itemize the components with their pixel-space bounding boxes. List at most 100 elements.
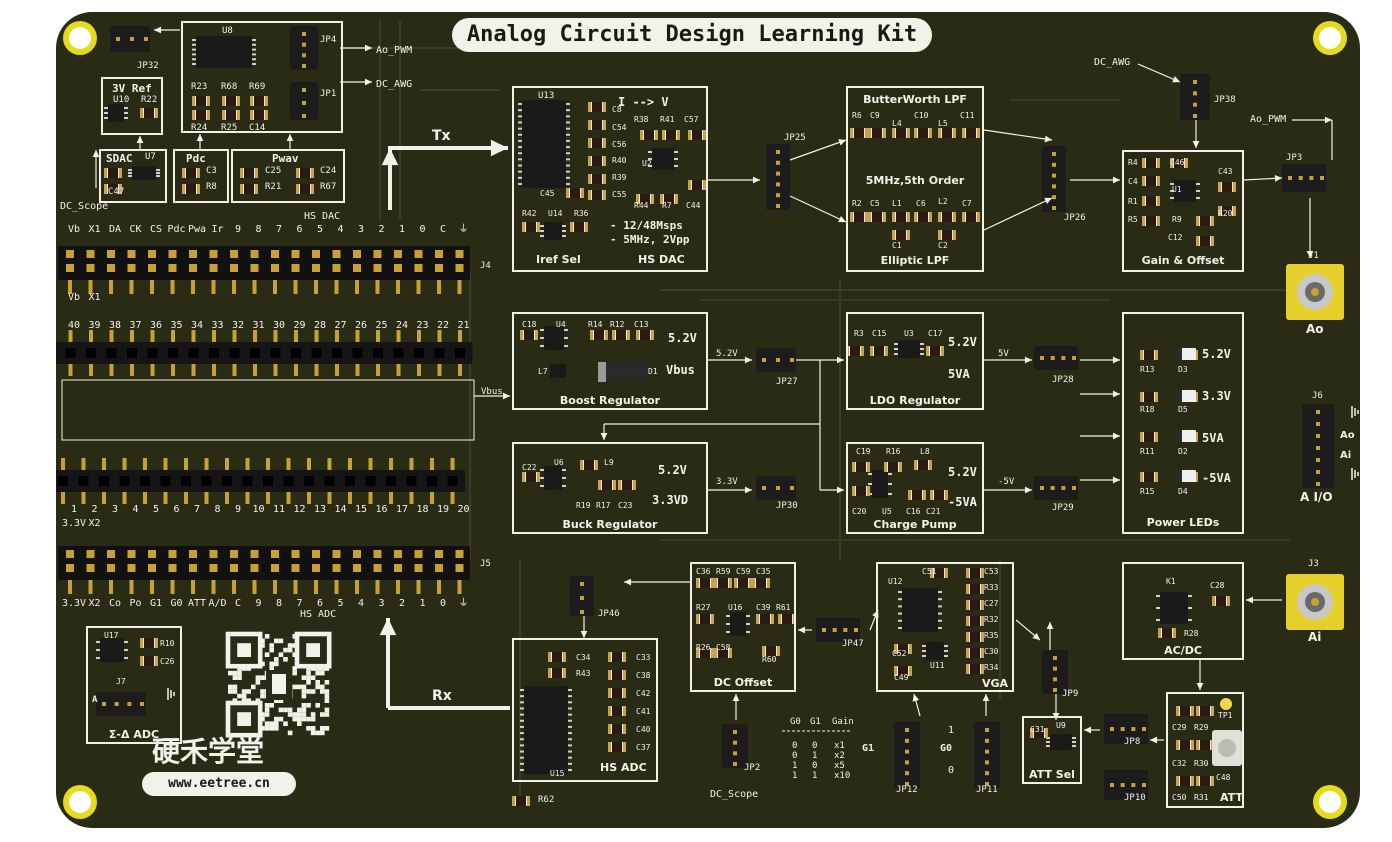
u13-chip-pin-r3: [566, 121, 570, 124]
header-j5-lead-11: [293, 580, 298, 594]
j5-bottom-label-14: 4: [358, 598, 364, 609]
led-r18: R18: [1140, 405, 1155, 414]
qr-cell: [241, 689, 247, 694]
passive-48-pad-a: [884, 462, 887, 472]
female-header-top-hole-10: [250, 348, 260, 358]
female-header-top-lead-top-3: [109, 330, 114, 342]
u5-chip-pin-r2: [888, 493, 892, 495]
qr-cell: [260, 689, 265, 694]
female-header-top-lead-bot-8: [212, 364, 216, 376]
passive-25-pad-a: [892, 230, 895, 240]
jp9-label: JP9: [1062, 689, 1079, 699]
go-c4: C4: [1128, 177, 1138, 186]
j4-top-label-7: Ir: [211, 224, 223, 235]
female-header-bottom-lead-top-21: [450, 458, 455, 470]
jumper-jp8-pin-3: [1142, 727, 1146, 731]
female-header-bottom-hole-19: [406, 476, 417, 486]
passive-95-core: [1180, 776, 1190, 786]
u3-chip-pin-l0: [894, 343, 898, 345]
passive-52-pad-b: [945, 490, 948, 500]
vga-c51: C51: [922, 567, 937, 576]
gain-table-cell-1-0: 0: [792, 751, 797, 761]
passive-61-pad-b: [711, 578, 714, 588]
hsdac-r41: R41: [660, 115, 675, 124]
header-j4-lead-8: [232, 280, 236, 294]
header-j5-pin-a18: [435, 550, 443, 558]
elliptic-to-jp26-head: [1044, 197, 1052, 205]
passive-25-pad-b: [907, 230, 910, 240]
u17-chip-pin-l2: [96, 657, 100, 659]
female-header-top-lead-bot-6: [171, 364, 175, 376]
cp-to-jp29-head: [1024, 486, 1032, 494]
jumper-jp25-pin-5: [776, 204, 780, 208]
ldo-to-jp28-head: [1024, 356, 1032, 364]
att-title: ATT: [1220, 791, 1243, 804]
lpf-c10: C10: [914, 111, 929, 120]
u12-chip-pin-r4: [938, 619, 942, 622]
header-j5-pin-a1: [86, 550, 95, 558]
passive-91-core: [1180, 706, 1190, 716]
buck-out: 3.3VD: [652, 493, 689, 507]
jumper-jp2-pin-2: [733, 751, 737, 756]
boost-r12: R12: [610, 320, 625, 329]
qr-cell: [306, 670, 311, 676]
qr-cell: [264, 707, 270, 713]
brand-url[interactable]: www.eetree.cn: [142, 772, 296, 796]
passive-96-pad-b: [1211, 776, 1214, 786]
passive-85-pad-a: [608, 688, 611, 698]
lpf-l1: L1: [892, 199, 902, 208]
qr-cell: [315, 666, 320, 671]
jumper-jp46-pin-2: [580, 610, 584, 614]
boost-d1: D1: [648, 367, 658, 376]
attsel-c31: C31: [1030, 725, 1045, 734]
hsadc-title: HS ADC: [600, 761, 647, 774]
brand-name: 硬禾学堂: [152, 735, 265, 768]
passive-28-pad-b: [1185, 158, 1188, 168]
buck-to-jp30-head: [744, 486, 752, 494]
female-header-bottom-hole-11: [242, 476, 253, 486]
gain-table-cell-3-1: 1: [812, 771, 817, 781]
vga-c49: C49: [894, 673, 909, 682]
jumper-jp27-pin-2: [790, 358, 794, 362]
header-j5-pin-b7: [209, 564, 218, 572]
passive-107-pad-b: [255, 184, 258, 194]
block-dc-offset: C36 R59 C59 C35 R27 U16 C39 R61 R26 C58 …: [690, 562, 796, 692]
small-block-0: [181, 21, 343, 133]
u8-chip-pin-r4: [252, 58, 256, 61]
passive-85-core: [612, 688, 622, 698]
header-j4-pin-a10: [271, 250, 279, 258]
cp-v: 5.2V: [948, 465, 977, 479]
passive-78-core: [970, 664, 980, 674]
passive-65-pad-a: [696, 614, 699, 624]
jumper-jp3-pin-2: [1309, 176, 1314, 180]
qr-cell: [237, 693, 242, 699]
dco-r61: R61: [776, 603, 791, 612]
passive-2-core: [592, 138, 602, 148]
passive-34-pad-a: [1218, 206, 1221, 216]
u11-chip-pin-l1: [922, 650, 926, 652]
qr-cell: [301, 712, 307, 717]
passive-35-core: [1200, 236, 1210, 246]
passive-66-pad-a: [756, 614, 759, 624]
passive-3-pad-b: [603, 156, 606, 166]
qr-cell: [297, 712, 302, 717]
u9-chip-pin-r1: [1072, 741, 1076, 743]
passive-95-pad-b: [1191, 776, 1194, 786]
qr-cell: [274, 716, 279, 722]
jumper-jp25-housing: [766, 144, 790, 210]
female-header-top-lead-top-16: [376, 330, 380, 342]
passive-5-pad-b: [603, 190, 606, 200]
u15-chip-pin-r4: [568, 713, 572, 716]
passive-56-core: [1144, 472, 1154, 482]
passive-101-pad-a: [104, 168, 107, 178]
dco-title: DC Offset: [713, 676, 773, 689]
passive-55-core: [1144, 432, 1154, 442]
qr-cell: [269, 643, 274, 648]
passive-84-pad-b: [623, 670, 626, 680]
j5-bottom-label-1: X2: [88, 598, 100, 609]
qr-cell: [292, 712, 297, 717]
passive-56-pad-b: [1155, 472, 1158, 482]
u13-chip-pin-l2: [518, 115, 522, 118]
u15-chip-pin-l11: [520, 756, 524, 759]
passive-44-core: [584, 460, 594, 470]
